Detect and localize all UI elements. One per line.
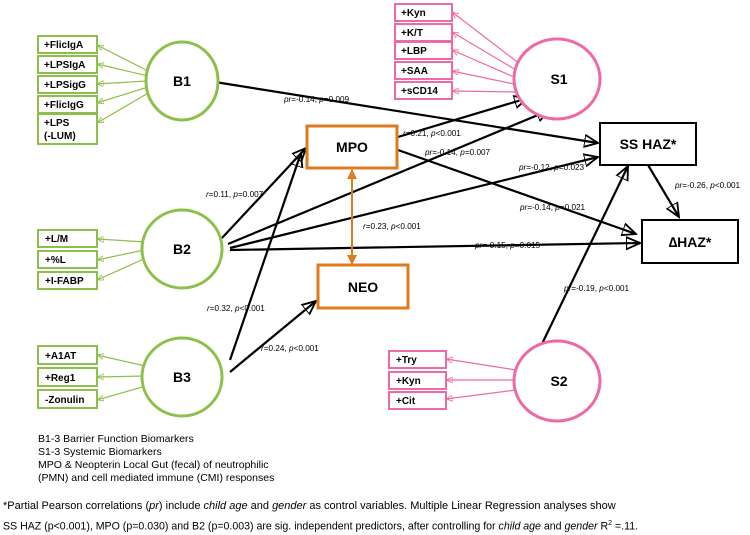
s1-ellipse — [512, 37, 602, 121]
node-sshaz: SS HAZ* — [620, 136, 677, 152]
b2-indicators — [37, 229, 98, 290]
s1-indicator-4: +sCD14 — [401, 86, 438, 97]
s2-indicators — [388, 350, 447, 410]
label-b2-dhaz: pr=-0.15, p=0.015 — [475, 241, 541, 250]
latent-ellipses — [140, 37, 602, 423]
label-b2-mpo: r=0.11, p=0.007 — [206, 190, 264, 199]
label-b1-sshaz: pr=-0.14, p=0.009 — [284, 95, 350, 104]
mpo-box — [305, 124, 399, 170]
s1-indicator-arrows — [452, 12, 521, 92]
label-mpo-neo: r=0.23, p<0.001 — [363, 222, 421, 231]
legend-line-1: B1-3 Barrier Function Biomarkers — [38, 433, 194, 445]
legend-line-4: (PMN) and cell mediated immune (CMI) res… — [38, 472, 275, 484]
s2-indicator-0: +Try — [396, 355, 417, 366]
node-s1: S1 — [550, 71, 567, 87]
path-mpo-dhaz — [397, 148, 636, 234]
b1-ellipse — [144, 40, 220, 122]
legend: B1-3 Barrier Function Biomarkers S1-3 Sy… — [38, 433, 274, 485]
path-sshaz-dhaz — [647, 164, 679, 217]
s2-indicator-2: +Cit — [396, 396, 416, 407]
label-mpo-s1: r=0.21, p<0.001 — [403, 129, 461, 138]
label-s2-sshaz: pr=-0.19, p<0.001 — [564, 284, 630, 293]
label-b3-neo: r=0.24, p<0.001 — [261, 344, 319, 353]
label-b2-sshaz: pr=-0.12, p=0.023 — [519, 163, 585, 172]
b1-indicator-0: +FlicIgA — [44, 40, 83, 51]
b1-indicator-5: (-LUM) — [44, 131, 76, 142]
b3-indicator-0: +A1AT — [45, 351, 76, 362]
b1-indicators — [37, 35, 98, 145]
b3-indicator-arrows — [97, 355, 147, 400]
node-b1: B1 — [173, 73, 191, 89]
structural-paths — [214, 80, 679, 373]
label-sshaz-dhaz: pr=-0.26, p<0.001 — [675, 181, 741, 190]
path-s2-sshaz — [539, 166, 628, 349]
b3-indicator-2: -Zonulin — [45, 395, 84, 406]
b3-indicators — [37, 345, 98, 409]
s2-indicator-arrows — [446, 359, 517, 399]
b3-indicator-1: +Reg1 — [45, 373, 76, 384]
s1-indicator-3: +SAA — [401, 66, 428, 77]
b1-indicator-1: +LPSIgA — [44, 60, 85, 71]
s1-indicator-0: +Kyn — [401, 8, 426, 19]
footnote-line-1: *Partial Pearson correlations (pr) inclu… — [3, 500, 616, 512]
legend-line-3: MPO & Neopterin Local Gut (fecal) of neu… — [38, 459, 269, 471]
label-b3-mpo: r=0.32, p<0.001 — [207, 304, 265, 313]
sshaz-box — [599, 122, 697, 166]
s1-indicator-1: +K/T — [401, 28, 423, 39]
b1-indicator-arrows — [97, 44, 151, 123]
b1-indicator-4: +LPS — [44, 118, 70, 129]
b2-indicator-0: +L/M — [45, 234, 68, 245]
b2-indicator-2: +I-FABP — [45, 276, 84, 287]
s2-indicator-1: +Kyn — [396, 376, 421, 387]
path-b3-neo — [229, 301, 316, 373]
label-b2-s1: pr=-0.14, p=0.007 — [425, 148, 491, 157]
b3-ellipse — [140, 336, 224, 418]
dhaz-box — [641, 219, 739, 264]
node-s2: S2 — [550, 373, 567, 389]
path-b2-sshaz — [229, 157, 598, 250]
node-neo: NEO — [348, 279, 378, 295]
b2-ellipse — [140, 208, 224, 290]
footnote-line-2: SS HAZ (p<0.001), MPO (p=0.030) and B2 (… — [3, 520, 639, 533]
path-b2-dhaz — [229, 243, 640, 252]
b1-indicator-3: +FlicIgG — [44, 100, 84, 111]
s1-indicators — [394, 3, 453, 100]
path-b2-s1 — [227, 110, 550, 246]
label-mpo-dhaz: pr=-0.14, p=0.021 — [520, 203, 586, 212]
path-mpo-s1 — [387, 98, 528, 142]
path-b3-mpo — [228, 153, 301, 361]
legend-line-2: S1-3 Systemic Biomarkers — [38, 446, 162, 458]
neo-box — [316, 263, 410, 310]
node-b3: B3 — [173, 369, 191, 385]
s1-indicator-2: +LBP — [401, 46, 427, 57]
path-b1-sshaz — [214, 80, 598, 143]
node-mpo: MPO — [336, 139, 368, 155]
node-b2: B2 — [173, 241, 191, 257]
node-dhaz: ∆HAZ* — [669, 234, 712, 250]
b2-indicator-1: +%L — [45, 255, 66, 266]
b1-indicator-2: +LPSigG — [44, 80, 86, 91]
b2-indicator-arrows — [97, 239, 147, 281]
s2-ellipse — [512, 339, 602, 423]
